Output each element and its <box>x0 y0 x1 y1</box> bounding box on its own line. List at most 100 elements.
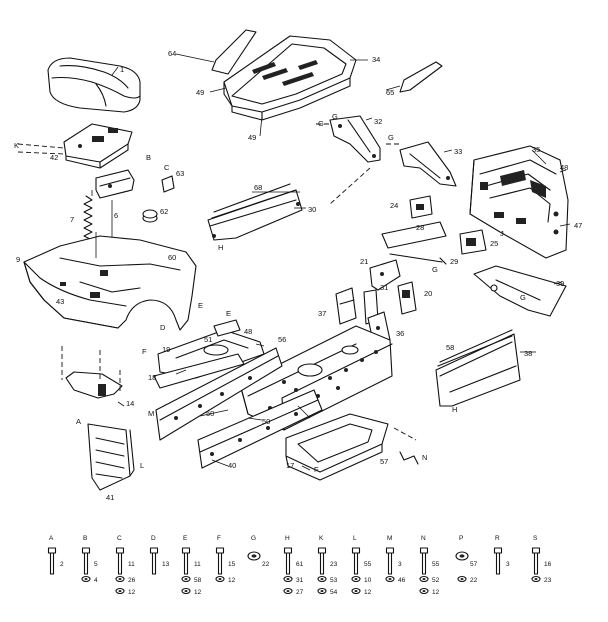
front-panel[interactable] <box>87 423 135 491</box>
callout-c58: 58 <box>446 343 454 352</box>
hardware-part-number: 23 <box>544 577 552 584</box>
callout-c28: 28 <box>416 223 424 232</box>
hardware-part-number: 53 <box>330 577 338 584</box>
callout-c9: 9 <box>16 255 20 264</box>
callout-c38: 38 <box>524 349 532 358</box>
hardware-d[interactable]: D 13 <box>149 535 170 575</box>
hardware-letter: K <box>319 535 324 542</box>
callout-cH2: H <box>452 405 457 414</box>
hardware-a[interactable]: A2 <box>47 535 65 575</box>
callout-c56: 56 <box>278 335 286 344</box>
callout-cG3: G <box>388 133 394 142</box>
floor-pan[interactable] <box>285 413 389 481</box>
hardware-part-number: 11 <box>128 561 135 568</box>
bushing-62[interactable] <box>142 209 158 223</box>
bar-28[interactable] <box>381 221 447 249</box>
callout-c17: 17 <box>286 461 294 470</box>
hardware-part-number: 10 <box>364 577 372 584</box>
callout-c50a: 50 <box>206 409 214 418</box>
hardware-part-number: 61 <box>296 561 304 568</box>
hardware-part-number: 22 <box>262 561 270 568</box>
rear-plate[interactable] <box>473 265 567 317</box>
hardware-part-number: 13 <box>162 561 170 568</box>
cover-48[interactable] <box>213 319 241 337</box>
bracket-37[interactable] <box>335 287 357 325</box>
clip-57[interactable] <box>399 451 419 465</box>
hardware-letter: L <box>353 535 357 542</box>
callout-c30: 30 <box>308 205 316 214</box>
hardware-letter: N <box>421 535 426 542</box>
hood[interactable] <box>223 35 357 121</box>
bracket-33[interactable] <box>399 141 457 187</box>
callout-c21: 21 <box>360 257 368 266</box>
hardware-letter: G <box>251 535 256 542</box>
callout-c48b: 48 <box>244 327 252 336</box>
callout-cH1: H <box>218 243 223 252</box>
callout-c57: 57 <box>380 457 388 466</box>
hardware-letter: M <box>387 535 392 542</box>
seat[interactable] <box>47 57 141 113</box>
hardware-r[interactable]: R3 <box>493 535 511 575</box>
frame-rail-left[interactable] <box>155 347 283 441</box>
hardware-part-number: 26 <box>128 577 136 584</box>
callout-c32: 32 <box>374 117 382 126</box>
callout-c18: 18 <box>148 373 156 382</box>
callout-c19: 19 <box>162 345 170 354</box>
support-18[interactable] <box>153 353 245 389</box>
rear-bracket[interactable] <box>65 371 125 407</box>
plate-24[interactable] <box>409 195 433 219</box>
heat-shield[interactable] <box>207 183 303 241</box>
callout-c47: 47 <box>574 221 582 230</box>
support-bracket[interactable] <box>95 169 135 199</box>
plate-25[interactable] <box>459 229 487 255</box>
bracket-20[interactable] <box>397 281 417 315</box>
hardware-part-number: 57 <box>470 561 478 568</box>
callout-c37: 37 <box>318 309 326 318</box>
callout-c34: 34 <box>372 55 380 64</box>
frame-rail-lower[interactable] <box>197 389 323 469</box>
hardware-part-number: 12 <box>194 589 202 596</box>
bracket-32[interactable] <box>329 115 381 163</box>
hardware-g[interactable]: G 22 <box>247 535 270 568</box>
hardware-letter: D <box>151 535 156 542</box>
hardware-letter: C <box>117 535 122 542</box>
bracket-21[interactable] <box>369 259 401 291</box>
hardware-part-number: 5 <box>94 561 98 568</box>
fender[interactable] <box>23 235 197 331</box>
callout-cJ: J <box>500 229 504 238</box>
hardware-part-number: 27 <box>296 589 304 596</box>
callout-c39: 39 <box>556 279 564 288</box>
hardware-b[interactable]: B54 <box>81 535 98 584</box>
callout-c60: 60 <box>168 253 176 262</box>
hardware-part-number: 55 <box>364 561 372 568</box>
dash-panel[interactable] <box>469 145 569 259</box>
callout-cF2: F <box>314 465 319 474</box>
callout-c41: 41 <box>106 493 114 502</box>
side-rail[interactable] <box>435 329 521 407</box>
hardware-part-number: 22 <box>470 577 478 584</box>
hardware-part-number: 16 <box>544 561 552 568</box>
bracket-63[interactable] <box>161 175 175 193</box>
rod-29[interactable] <box>389 253 447 265</box>
hardware-part-number: 12 <box>228 577 236 584</box>
steering-mount-plate[interactable] <box>63 123 133 169</box>
hardware-part-number: 31 <box>296 577 304 584</box>
decal-left[interactable] <box>211 29 257 75</box>
frame[interactable] <box>239 325 393 431</box>
callout-c36: 36 <box>396 329 404 338</box>
decal-right[interactable] <box>399 61 443 93</box>
spring[interactable] <box>83 195 93 245</box>
hardware-part-number: 15 <box>228 561 236 568</box>
callout-cG2: G <box>332 112 338 121</box>
